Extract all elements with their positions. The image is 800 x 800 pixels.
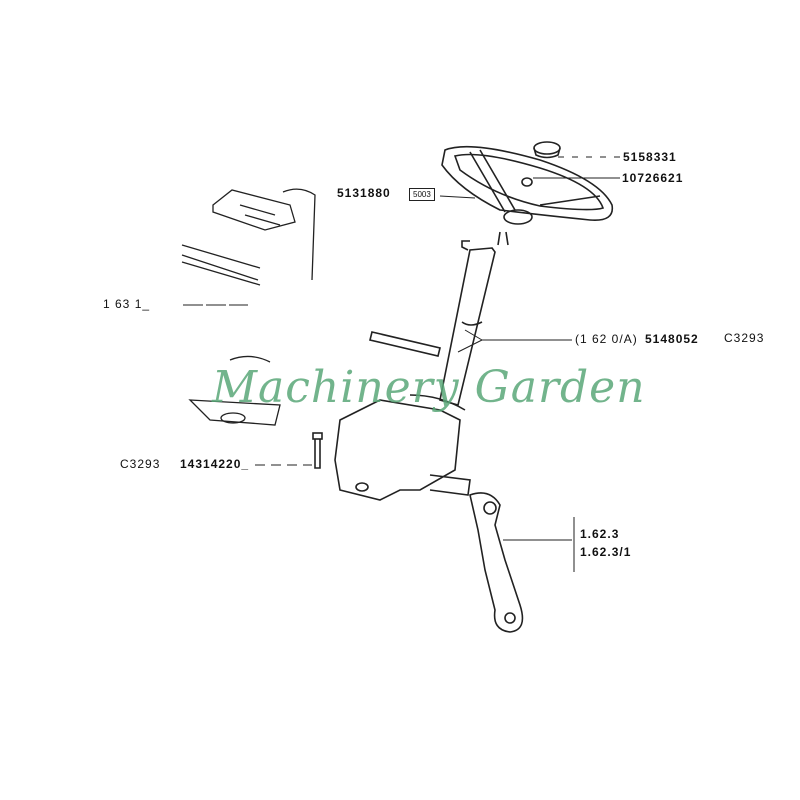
column-reference: (1 62 0/A) — [575, 332, 638, 346]
part-number-horn-cap: 5158331 — [623, 150, 677, 164]
pitman-arm-reference-a: 1.62.3 — [580, 527, 620, 541]
bolt-code: C3293 — [120, 457, 161, 471]
part-number-steering-wheel: 5131880 — [337, 186, 391, 200]
part-number-column: 5148052 — [645, 332, 699, 346]
wheel-code-box: 5003 — [409, 188, 435, 201]
horn-cap — [533, 141, 561, 159]
part-number-bolt: 14314220_ — [180, 457, 250, 471]
pitman-arm-reference-b: 1.62.3/1 — [580, 545, 632, 559]
watermark: Machinery Garden — [212, 362, 646, 413]
bracket-parts — [181, 188, 316, 426]
steering-wheel — [441, 145, 614, 225]
leader-lines — [183, 156, 620, 572]
part-number-nut: 10726621 — [622, 171, 684, 185]
left-reference: 1 63 1_ — [103, 297, 151, 311]
bolt — [312, 432, 323, 469]
column-code: C3293 — [724, 331, 765, 345]
steering-box — [334, 394, 471, 501]
pitman-arm — [469, 492, 524, 633]
